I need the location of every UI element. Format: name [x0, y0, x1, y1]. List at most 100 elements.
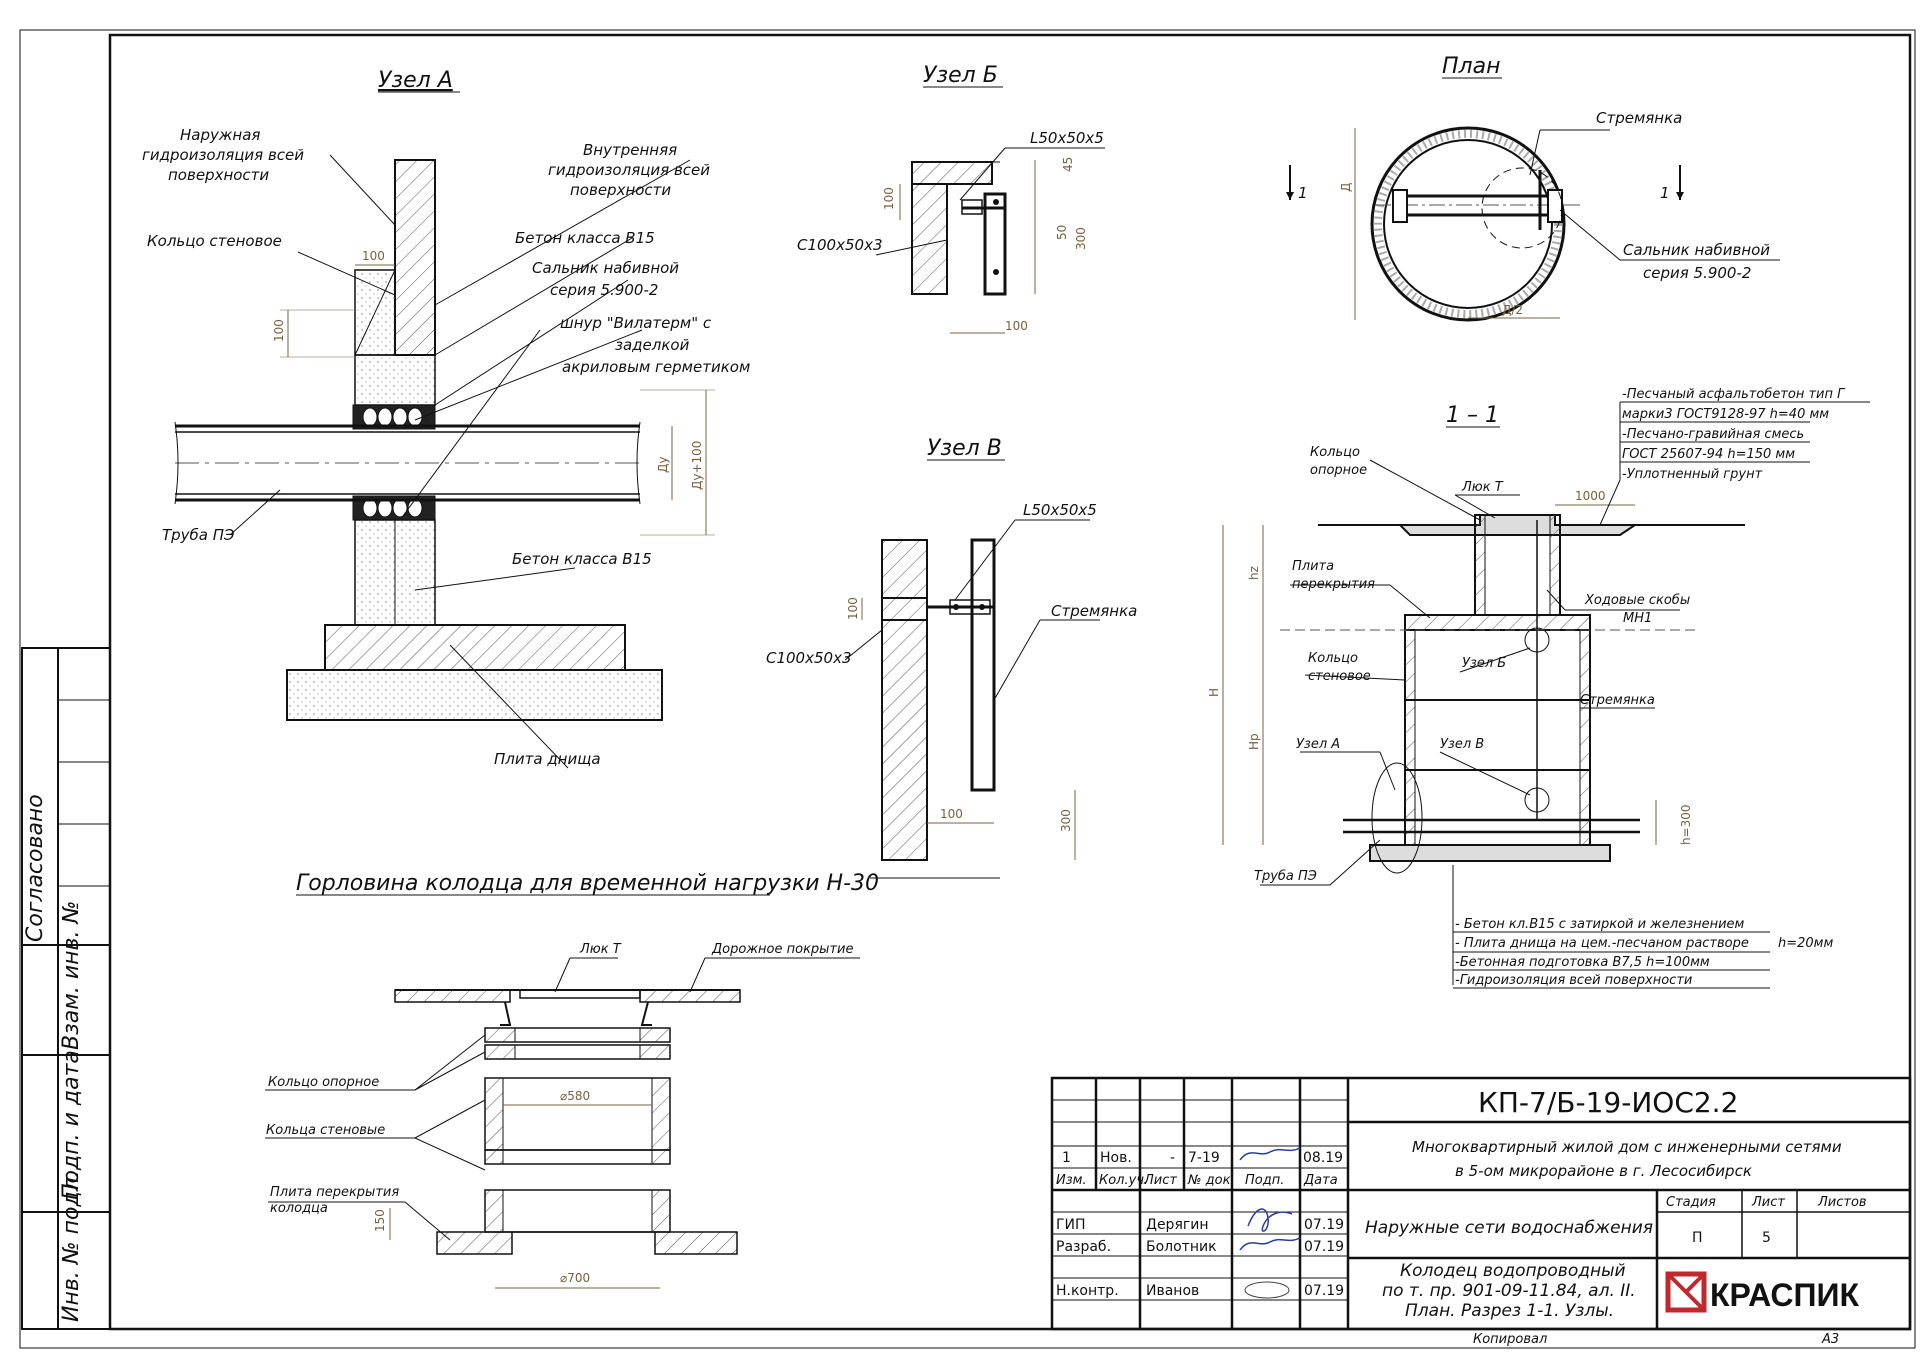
section-layer-bottom-2: - Плита днища на цем.-песчаном растворе	[1455, 936, 1749, 951]
uzel-a-inner-waterproof-1: Внутренняя	[583, 141, 677, 159]
uzel-b-angle-label: L50x50x5	[1030, 129, 1104, 147]
sheet-label: Лист	[1751, 1195, 1785, 1210]
uzel-b-dim-45: 45	[1061, 157, 1075, 172]
section-support-ring-2: опорное	[1310, 463, 1367, 478]
uzel-a-dim-100-left: 100	[272, 319, 286, 342]
header-doc: № док.	[1187, 1173, 1235, 1188]
plan-dim-d: Д	[1339, 183, 1353, 192]
title-section: 1 – 1	[1446, 403, 1499, 428]
title-gorlovina: Горловина колодца для временной нагрузки…	[296, 871, 879, 896]
plan-drawing: Стремянка Сальник набивной серия 5.900-2…	[1286, 109, 1780, 322]
header-list: Лист	[1143, 1173, 1177, 1188]
title-uzel-v: Узел В	[927, 436, 1002, 461]
sheet-value: 5	[1762, 1230, 1771, 1246]
section-cover-plate-2: перекрытия	[1292, 577, 1375, 592]
gorlovina-road-label: Дорожное покрытие	[711, 942, 853, 957]
agreed-label: Согласовано	[23, 794, 48, 942]
copied-label: Копировал	[1473, 1332, 1547, 1347]
section-dim-h300: h=300	[1679, 804, 1693, 845]
sheet-name-3: План. Разрез 1-1. Узлы.	[1405, 1301, 1614, 1321]
side-stamp: Согласовано Взам. инв. № Подп. и дата Ин…	[21, 647, 111, 1330]
section-hatch-label: Люк Т	[1461, 480, 1504, 495]
outer-frame	[19, 29, 1916, 1349]
section-layer-top-4: ГОСТ 25607-94 h=150 мм	[1622, 447, 1795, 462]
section-support-ring-1: Кольцо	[1310, 445, 1360, 460]
kraspik-logo-text: КРАСПИК	[1710, 1277, 1859, 1313]
uzel-a-dim-100-top: 100	[362, 249, 385, 263]
section-layer-bottom-4: -Гидроизоляция всей поверхности	[1455, 973, 1692, 988]
section-ladder-label: Стремянка	[1580, 693, 1655, 708]
person-razrab-name: Болотник	[1146, 1239, 1217, 1255]
uzel-b-drawing: L50x50x5 С100х50х3 45 50 300 100 100	[797, 129, 1105, 334]
section-steps-2: МН1	[1623, 611, 1652, 626]
signature-change	[1239, 1147, 1301, 1161]
uzel-a-outer-waterproof-1: Наружная	[180, 126, 260, 144]
inv-orig-label: Инв. № подл.	[59, 1170, 84, 1322]
section-pipe-label: Труба ПЭ	[1254, 869, 1317, 884]
section-layer-top-2: марки3 ГОСТ9128-97 h=40 мм	[1622, 407, 1829, 422]
uzel-a-concrete2-label: Бетон класса В15	[512, 550, 652, 568]
uzel-a-cord-1: шнур "Вилатерм" с	[560, 314, 712, 332]
section-wall-ring-1: Кольцо	[1308, 651, 1358, 666]
uzel-a-dim-du: Ду	[656, 457, 670, 473]
gorlovina-dim-700: ⌀700	[560, 1271, 590, 1285]
person-nkontr-name: Иванов	[1146, 1283, 1199, 1299]
gorlovina-plate-1: Плита перекрытия	[270, 1185, 399, 1200]
uzel-a-outer-waterproof-3: поверхности	[168, 166, 269, 184]
uzel-a-cord-3: акриловым герметиком	[562, 358, 750, 376]
plan-cut-left: 1	[1298, 184, 1308, 202]
section-dim-1000: 1000	[1575, 489, 1606, 503]
uzel-a-outer-waterproof-2: гидроизоляция всей	[142, 146, 304, 164]
person-razrab-date: 07.19	[1304, 1239, 1344, 1255]
uzel-v-angle-label: L50x50x5	[1023, 501, 1097, 519]
section-dim-hp: Нр	[1247, 733, 1261, 750]
uzel-a-gland-2: серия 5.900-2	[550, 281, 658, 299]
uzel-b-channel-label: С100х50х3	[797, 236, 883, 254]
project-line-2: в 5-ом микрорайоне в г. Лесосибирск	[1455, 1162, 1752, 1180]
section-node-v-label: Узел В	[1440, 737, 1484, 752]
uzel-a-plate-label: Плита днища	[494, 750, 601, 768]
gorlovina-dim-150: 150	[373, 1209, 387, 1232]
stage-label: Стадия	[1666, 1195, 1716, 1210]
format-label: А3	[1821, 1332, 1839, 1347]
gorlovina-drawing: Люк Т Дорожное покрытие Кольцо опорное К…	[265, 942, 860, 1289]
stage-value: П	[1692, 1230, 1703, 1246]
inv-replace-label: Взам. инв. №	[59, 901, 84, 1050]
uzel-b-dim-300: 300	[1074, 227, 1088, 250]
uzel-a-pipe-label: Труба ПЭ	[162, 526, 235, 544]
section-cover-plate-1: Плита	[1292, 559, 1334, 574]
sheet-name-2: по т. пр. 901-09-11.84, ал. II.	[1382, 1281, 1636, 1301]
section-layer-top-1: -Песчаный асфальтобетон тип Г	[1622, 387, 1846, 402]
section-dim-h: H	[1207, 688, 1221, 697]
uzel-a-ring-label: Кольцо стеновое	[147, 232, 282, 250]
section-layer-bottom-3: -Бетонная подготовка В7,5 h=100мм	[1455, 955, 1710, 970]
uzel-a-cord-2: заделкой	[615, 336, 690, 354]
person-gip-role: ГИП	[1056, 1217, 1086, 1233]
uzel-a-inner-waterproof-3: поверхности	[570, 181, 671, 199]
title-uzel-a: Узел А	[378, 68, 453, 93]
change-row-doc: 7-19	[1188, 1150, 1220, 1166]
section-dim-hz: hz	[1247, 566, 1261, 580]
change-row-list: -	[1170, 1150, 1175, 1166]
section-layer-top-3: -Песчано-гравийная смесь	[1622, 427, 1804, 442]
gorlovina-support-ring-label: Кольцо опорное	[268, 1075, 379, 1090]
section-wall-ring-2: стеновое	[1308, 669, 1371, 684]
section-layer-top-5: -Уплотненный грунт	[1622, 467, 1763, 482]
uzel-v-dim-100-bottom: 100	[940, 807, 963, 821]
uzel-v-dim-300: 300	[1059, 809, 1073, 832]
header-izm: Изм.	[1056, 1173, 1087, 1188]
section-steps-1: Ходовые скобы	[1584, 593, 1690, 608]
plan-dim-d2: Д/2	[1502, 303, 1523, 317]
uzel-a-dim-du100: Ду+100	[690, 441, 704, 490]
uzel-b-dim-100-bottom: 100	[1005, 319, 1028, 333]
plan-ladder-label: Стремянка	[1596, 109, 1682, 127]
signature-nkontr	[1244, 1281, 1290, 1299]
change-row-type: Нов.	[1100, 1150, 1132, 1166]
uzel-b-dim-50: 50	[1055, 225, 1069, 240]
project-line-1: Многоквартирный жилой дом с инженерными …	[1412, 1138, 1842, 1156]
plan-gland-1: Сальник набивной	[1623, 241, 1770, 259]
plan-cut-right: 1	[1660, 184, 1670, 202]
uzel-a-inner-waterproof-2: гидроизоляция всей	[548, 161, 710, 179]
